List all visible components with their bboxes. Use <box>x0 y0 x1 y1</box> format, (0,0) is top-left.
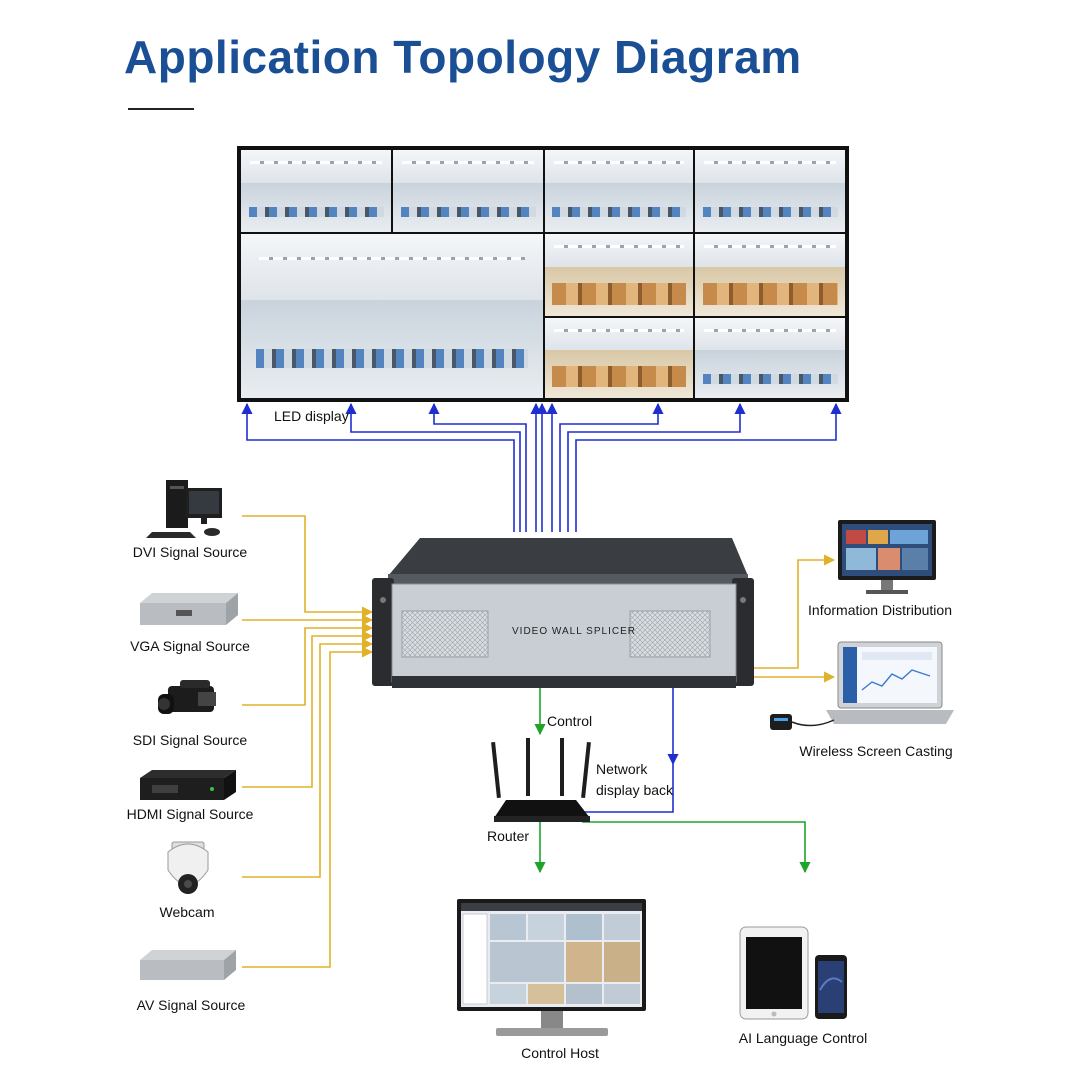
input-label-av: AV Signal Source <box>136 997 246 1013</box>
camcorder-icon <box>158 680 216 714</box>
output-label-wireless-casting: Wireless Screen Casting <box>799 743 953 759</box>
input-label-dvi: DVI Signal Source <box>132 544 248 560</box>
video-tile <box>545 150 693 232</box>
video-tile <box>545 318 693 398</box>
led-display-label: LED display <box>274 408 349 424</box>
dome-camera-icon <box>167 841 209 894</box>
desktop-computer-icon <box>146 480 222 538</box>
video-tile <box>695 318 845 398</box>
video-tile <box>695 150 845 232</box>
casting-laptop <box>770 641 954 730</box>
input-label-vga: VGA Signal Source <box>130 638 250 654</box>
video-wall-splicer <box>372 538 754 688</box>
control-host-label: Control Host <box>521 1045 599 1061</box>
input-label-webcam: Webcam <box>159 904 215 920</box>
video-tile <box>695 234 845 316</box>
output-label-info-distribution: Information Distribution <box>808 602 952 618</box>
control-host-monitor <box>457 899 646 1036</box>
info-distribution-monitor <box>838 520 936 594</box>
led-display-wall <box>237 146 849 402</box>
ai-language-control-label: AI Language Control <box>738 1030 868 1046</box>
output-lines <box>745 554 836 683</box>
input-label-sdi: SDI Signal Source <box>132 732 248 748</box>
video-tile <box>241 150 391 232</box>
hdmi-box-icon <box>140 770 236 800</box>
av-box-icon <box>140 950 236 980</box>
vga-box-icon <box>140 593 238 625</box>
video-tile <box>545 234 693 316</box>
splicer-label: VIDEO WALL SPLICER <box>512 626 636 637</box>
router-label: Router <box>487 828 530 844</box>
input-label-hdmi: HDMI Signal Source <box>126 806 254 822</box>
display-feed-lines <box>241 402 842 532</box>
video-tile <box>241 234 543 398</box>
page-title: Application Topology Diagram <box>124 31 802 83</box>
network-display-back-line <box>585 688 679 813</box>
display-back-label-line2: display back <box>596 782 674 798</box>
video-tile <box>393 150 543 232</box>
tablet-phone <box>739 926 847 1020</box>
display-back-label-line1: Network <box>596 761 648 777</box>
input-source-lines <box>242 515 374 968</box>
control-label: Control <box>547 713 593 729</box>
title-underline <box>128 108 194 110</box>
router-icon <box>491 738 591 822</box>
